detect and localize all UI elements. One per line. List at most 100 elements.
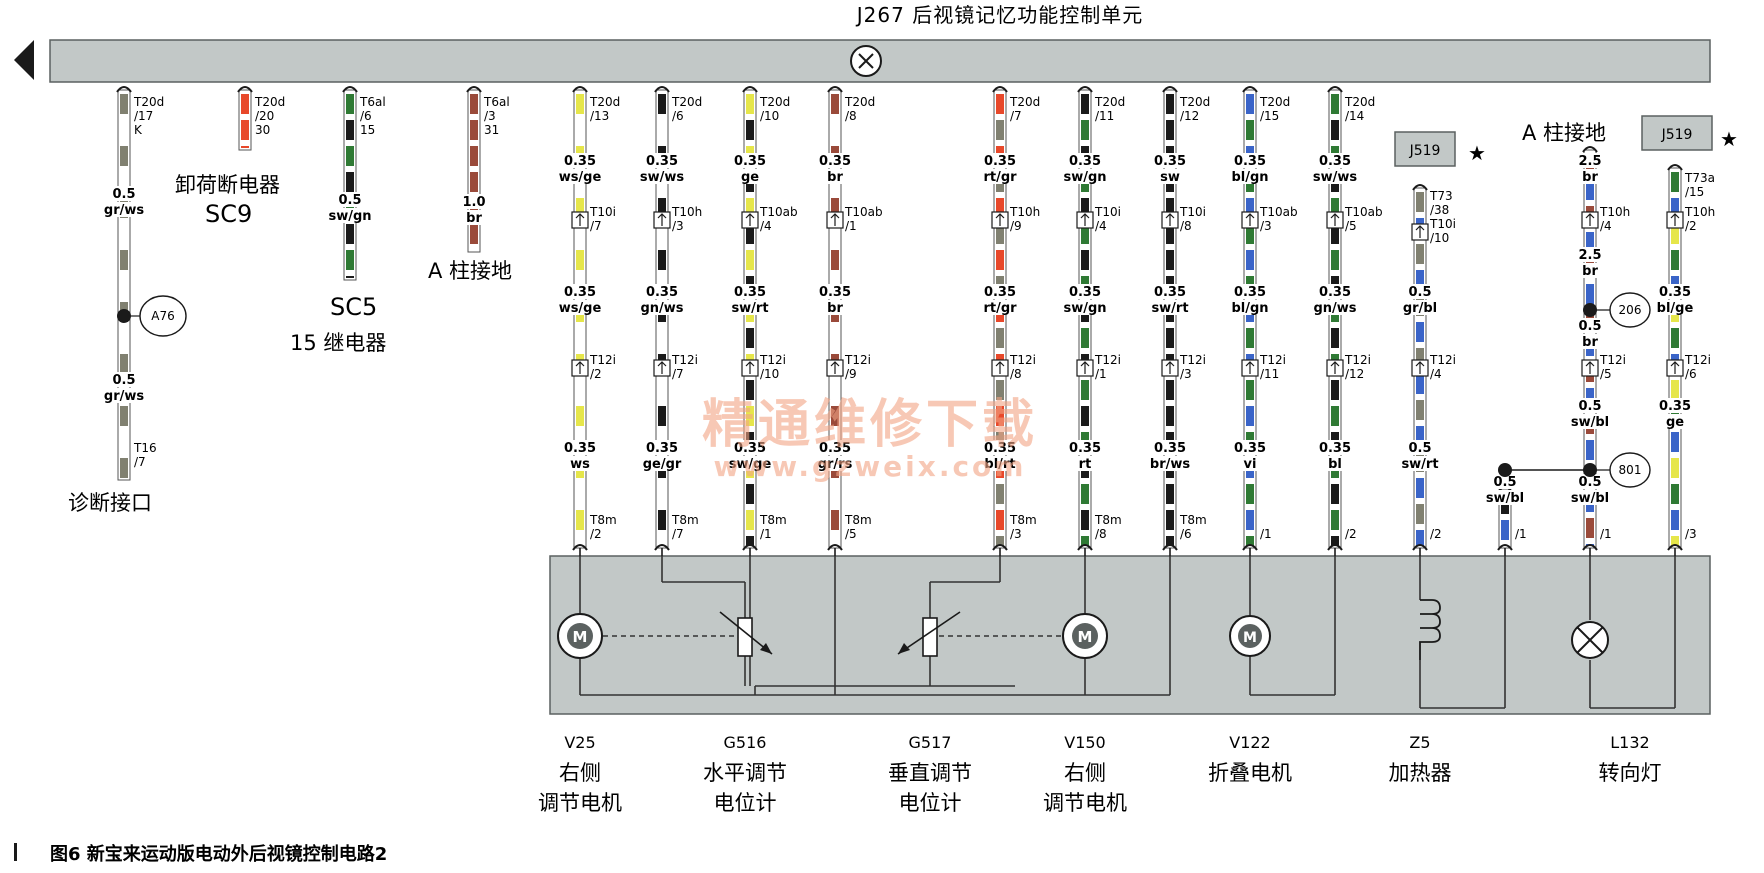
wire-color-band	[1166, 224, 1174, 244]
wire-color-band	[1586, 232, 1594, 252]
connector-pin-label: T8m	[1009, 513, 1037, 527]
connector-pin-label: T20d	[133, 95, 164, 109]
node-a76: A76	[139, 295, 187, 337]
terminal-hook-icon	[654, 544, 670, 551]
connector-pin-label: /7	[134, 455, 146, 469]
connector-arrow-icon	[745, 361, 755, 374]
ecu-j519-box-2: J519 ★	[1641, 115, 1738, 151]
wire-color-band	[1416, 244, 1424, 264]
connector-pin-label: /5	[1600, 367, 1612, 381]
wire-gauge-label: 0.35	[1319, 441, 1351, 456]
wire-color-band	[1331, 510, 1339, 530]
terminal-hook-icon	[1162, 86, 1178, 93]
wire-color-band	[746, 328, 754, 348]
wire-color-label: bl/gn	[1231, 170, 1268, 185]
label-backdrop	[1218, 153, 1282, 168]
wire-gauge-label: 0.5	[1408, 285, 1431, 300]
terminal-hook-icon	[1242, 86, 1258, 93]
wire-color-band	[996, 328, 1004, 348]
terminal-hook-icon	[1582, 544, 1598, 551]
motor-v150-icon: M	[1062, 613, 1108, 659]
watermark-line2: www.gzweix.com	[714, 450, 1027, 483]
label-backdrop	[1558, 153, 1622, 168]
wire-color-band	[576, 94, 584, 114]
star-icon: ★	[1468, 141, 1486, 165]
label-backdrop	[1053, 153, 1117, 168]
connector-arrow-icon	[1670, 213, 1680, 226]
wire-gauge-label: 0.35	[734, 154, 766, 169]
wire-gauge-label: 0.35	[984, 154, 1016, 169]
terminal-hook-icon	[1077, 86, 1093, 93]
label-backdrop	[630, 153, 694, 168]
connector-pin-label: T10h	[1009, 205, 1040, 219]
wire-color-label: bl/ge	[1657, 301, 1694, 316]
connector-pin-label: 30	[255, 123, 270, 137]
connector-pin-label: T20d	[1179, 95, 1210, 109]
ecu-j519-label-2: J519	[1661, 127, 1693, 143]
label-backdrop	[1558, 263, 1622, 278]
wire-color-label: sw/rt	[1151, 301, 1188, 316]
label-backdrop	[1303, 456, 1367, 471]
connector-pin-label: /2	[1345, 527, 1357, 541]
wire-color-band	[831, 198, 839, 218]
wire-color-band	[658, 198, 666, 218]
wire-color-label: bl/gn	[1231, 301, 1268, 316]
wire-color-band	[831, 224, 839, 244]
wire-color-label: ws/ge	[559, 170, 602, 185]
watermark-line1: 精通维修下载	[702, 395, 1038, 455]
component-desc: 折叠电机	[1208, 761, 1292, 785]
terminal-hook-icon	[1667, 544, 1683, 551]
wire-color-band	[1246, 94, 1254, 114]
wire-gauge-label: 1.0	[462, 195, 485, 210]
component-desc: 转向灯	[1599, 761, 1662, 785]
wire-color-band	[746, 406, 754, 426]
potentiometer-g517-icon	[897, 611, 961, 657]
connector-pin-label: T8m	[1094, 513, 1122, 527]
wire-gauge-label: 0.5	[1578, 319, 1601, 334]
component-code: V150	[1064, 733, 1105, 752]
wire-color-band	[996, 380, 1004, 400]
terminal-hook-icon	[992, 86, 1008, 93]
sc5-code: SC5	[330, 293, 377, 321]
connector-pin-label: /2	[590, 527, 602, 541]
wire-color-label: sw/gn	[1063, 170, 1106, 185]
wire-color-band	[120, 224, 128, 244]
connector-pin-label: T12i	[759, 353, 786, 367]
connector-pin-label: T20d	[589, 95, 620, 109]
wire-gauge-label: 0.35	[1069, 154, 1101, 169]
connector-pin-label: T12i	[1429, 353, 1456, 367]
wire-color-band	[1081, 536, 1089, 546]
connector-arrow-icon	[1165, 213, 1175, 226]
label-backdrop	[630, 169, 694, 184]
label-backdrop	[1558, 398, 1622, 413]
connector-pin-label: 15	[360, 123, 375, 137]
connector-pin-label: /3	[1260, 219, 1272, 233]
wire-gauge-label: 0.35	[734, 441, 766, 456]
label-backdrop	[803, 153, 867, 168]
wire-color-band	[1166, 484, 1174, 504]
label-backdrop	[968, 456, 1032, 471]
wire-color-band	[241, 146, 249, 148]
connector-pin-label: T8m	[844, 513, 872, 527]
wire-gauge-label: 0.35	[646, 441, 678, 456]
wire-color-band	[1246, 510, 1254, 530]
connector-pin-label: T20d	[1009, 95, 1040, 109]
wire-color-band	[1331, 380, 1339, 400]
connector-pin-label: /11	[1260, 367, 1279, 381]
wire-gauge-label: 0.35	[1234, 441, 1266, 456]
wire-color-label: sw/rt	[1401, 457, 1438, 472]
diag-port-label: 诊断接口	[68, 491, 152, 515]
wire-color-band	[346, 146, 354, 166]
connector-arrow-icon	[1330, 213, 1340, 226]
wire-gauge-label: 0.35	[734, 285, 766, 300]
connector-pin-label: T10i	[1094, 205, 1121, 219]
wire-color-band	[576, 328, 584, 348]
wire-color-band	[658, 536, 666, 546]
terminal-hook-icon	[742, 544, 758, 551]
label-backdrop	[1138, 153, 1202, 168]
wire-color-band	[996, 484, 1004, 504]
connector-pin-label: 31	[484, 123, 499, 137]
